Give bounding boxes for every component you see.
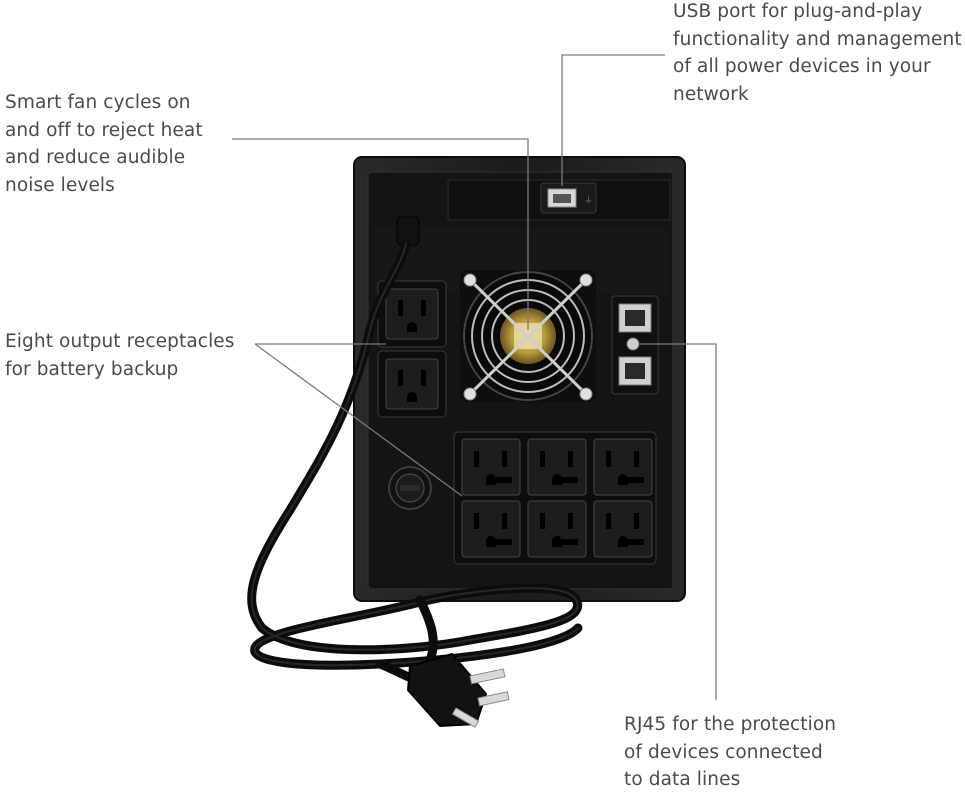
- rj45-port-icon: [611, 295, 659, 395]
- rj45-callout: RJ45 for the protection of devices conne…: [624, 714, 837, 790]
- rj45-leader-line: [640, 343, 717, 700]
- power-plug-icon: [406, 652, 510, 728]
- receptacles-leader-line-lower: [254, 343, 463, 497]
- nema-outlet-icon: [527, 500, 587, 558]
- output-receptacles-callout: Eight output receptacles for battery bac…: [5, 331, 235, 380]
- nema-outlet-icon: [527, 438, 587, 496]
- nema-outlet-icon: [593, 438, 653, 496]
- cooling-fan-icon: [460, 270, 596, 402]
- smart-fan-callout: Smart fan cycles on and off to reject he…: [5, 92, 203, 196]
- nema-outlet-icon: [377, 280, 447, 418]
- nema-outlet-icon: [593, 500, 653, 558]
- outlet-bank: [453, 431, 657, 565]
- circuit-breaker-icon: [388, 466, 432, 510]
- nema-outlet-icon: [461, 500, 521, 558]
- leader-lines: [232, 54, 717, 700]
- usb-port-icon: ⏚: [540, 182, 597, 214]
- svg-text:⏚: ⏚: [584, 195, 593, 206]
- power-cord: [247, 216, 583, 687]
- usb-port-callout: USB port for plug-and-play functionality…: [673, 1, 962, 105]
- fan-leader-line: [232, 138, 529, 330]
- nema-outlet-icon: [461, 438, 521, 496]
- usb-leader-line: [561, 54, 665, 186]
